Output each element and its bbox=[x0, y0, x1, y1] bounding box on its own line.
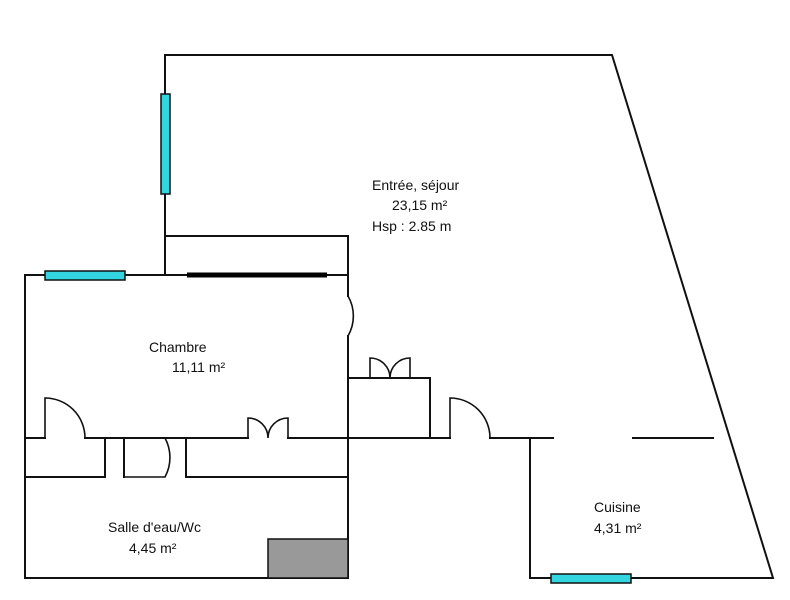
doors bbox=[44, 295, 491, 478]
window-kitchen-south bbox=[550, 573, 632, 584]
room-name-sejour: Entrée, séjour bbox=[372, 177, 459, 193]
door-wc bbox=[124, 437, 171, 478]
door-corridor-kitchen bbox=[449, 397, 491, 439]
room-area-cuisine: 4,31 m² bbox=[594, 520, 642, 536]
door-entry-bedroom bbox=[347, 295, 355, 337]
door-double-bedroom-closet bbox=[247, 417, 289, 439]
shower-tray bbox=[267, 538, 349, 579]
room-label-sejour: Entrée, séjour 23,15 m² Hsp : 2.85 m bbox=[372, 177, 459, 234]
room-name-chambre: Chambre bbox=[149, 339, 207, 355]
closet-partition bbox=[164, 235, 349, 297]
window-bedroom-north bbox=[44, 270, 126, 281]
bedroom-outline-wall bbox=[24, 274, 349, 579]
room-area-salle-eau: 4,45 m² bbox=[129, 540, 177, 556]
room-height-sejour: Hsp : 2.85 m bbox=[372, 218, 451, 234]
room-label-salle-eau: Salle d'eau/Wc 4,45 m² bbox=[108, 519, 201, 556]
window-living-west bbox=[160, 93, 171, 195]
room-area-sejour: 23,15 m² bbox=[392, 197, 448, 213]
room-name-salle-eau: Salle d'eau/Wc bbox=[108, 519, 201, 535]
room-name-cuisine: Cuisine bbox=[594, 499, 641, 515]
exterior-wall-outline bbox=[164, 54, 775, 579]
room-area-chambre: 11,11 m² bbox=[172, 359, 226, 375]
exterior-walls bbox=[24, 54, 775, 579]
storage-wall bbox=[347, 377, 431, 439]
door-bedroom-bath bbox=[44, 397, 86, 439]
room-label-cuisine: Cuisine 4,31 m² bbox=[594, 499, 642, 536]
windows bbox=[44, 93, 632, 584]
door-double-storage bbox=[369, 357, 411, 379]
interior-walls bbox=[24, 235, 714, 579]
room-label-chambre: Chambre 11,11 m² bbox=[149, 339, 226, 375]
